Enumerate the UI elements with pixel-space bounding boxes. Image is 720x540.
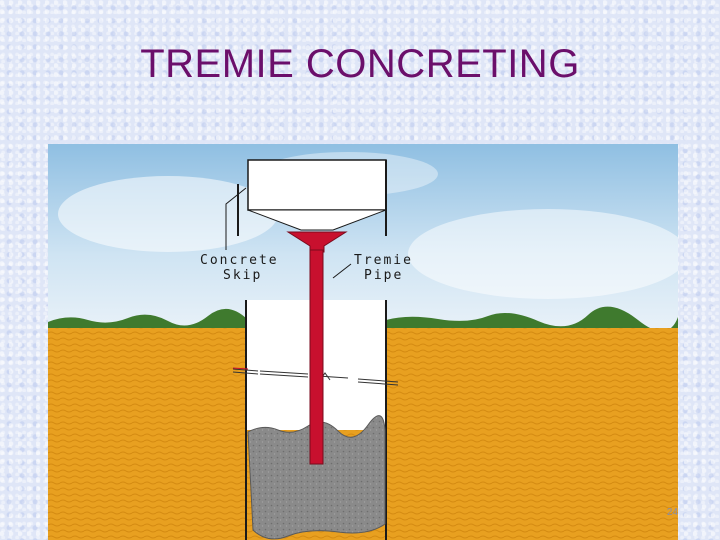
pipe-leader-line — [332, 263, 352, 279]
tremie-diagram: Concrete Skip Tremie Pipe — [48, 144, 678, 540]
slide-title: TREMIE CONCRETING — [140, 42, 580, 86]
grass-strip — [48, 306, 678, 332]
tremie-pipe — [309, 249, 324, 465]
skip-leader-line — [225, 187, 247, 250]
cloud — [408, 209, 678, 299]
page-number: 24 — [666, 507, 678, 518]
label-tremie: Tremie — [354, 253, 413, 268]
concrete-skip-cone — [247, 209, 387, 231]
water-level-accent — [232, 367, 249, 370]
tremie-hopper — [286, 231, 348, 253]
tremie-diagram-svg: Concrete Skip Tremie Pipe — [48, 144, 678, 540]
concrete-fill — [247, 415, 386, 540]
label-skip: Skip — [223, 268, 262, 283]
label-concrete: Concrete — [200, 253, 279, 268]
cloud — [58, 176, 278, 252]
concrete-skip — [247, 159, 387, 211]
label-pipe: Pipe — [364, 268, 403, 283]
